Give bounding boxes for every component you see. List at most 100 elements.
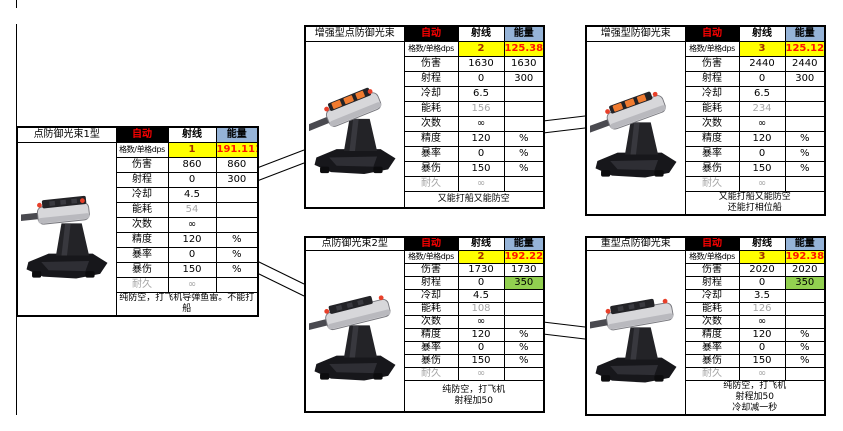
stat-value2-cell[interactable]: % <box>784 327 826 342</box>
stat-value-cell[interactable]: 6.5 <box>457 85 505 102</box>
stat-value-cell[interactable]: ∞ <box>167 216 217 233</box>
column-header-auto[interactable]: 自动 <box>684 236 740 251</box>
stat-label-cell[interactable]: 精度 <box>115 231 169 248</box>
stat-value2-cell[interactable] <box>784 366 826 381</box>
stat-label-cell[interactable]: 暴率 <box>684 340 740 355</box>
stat-label-cell[interactable]: 耐久 <box>403 175 459 192</box>
stat-value-cell[interactable]: 150 <box>738 353 786 368</box>
stat-value2-cell[interactable]: 191.111 <box>215 141 259 158</box>
column-header-energy[interactable]: 能量 <box>503 236 545 251</box>
stat-value-cell[interactable]: 4.5 <box>457 288 505 303</box>
stat-label-cell[interactable]: 冷却 <box>403 85 459 102</box>
stat-value-cell[interactable]: 234 <box>738 100 786 117</box>
column-header-auto[interactable]: 自动 <box>684 25 740 42</box>
weapon-title-cell[interactable]: 点防御光束1型 <box>16 126 117 143</box>
stat-value-cell[interactable]: ∞ <box>457 366 505 381</box>
stat-value2-cell[interactable] <box>784 175 826 192</box>
stat-label-cell[interactable]: 能耗 <box>403 100 459 117</box>
stat-label-cell[interactable]: 暴率 <box>403 145 459 162</box>
stat-value2-cell[interactable]: 860 <box>215 156 259 173</box>
stat-value2-cell[interactable] <box>503 314 545 329</box>
stat-value2-cell[interactable] <box>784 301 826 316</box>
column-header-energy[interactable]: 能量 <box>503 25 545 42</box>
stat-value-cell[interactable]: 1730 <box>457 262 505 277</box>
stat-value-cell[interactable]: 1 <box>167 141 217 158</box>
stat-label-cell[interactable]: 伤害 <box>115 156 169 173</box>
stat-label-cell[interactable]: 暴率 <box>684 145 740 162</box>
stat-label-cell[interactable]: 暴率 <box>115 246 169 263</box>
weapon-title-cell[interactable]: 增强型点防御光束 <box>304 25 405 42</box>
stat-value-cell[interactable]: 120 <box>167 231 217 248</box>
stat-value-cell[interactable]: 54 <box>167 201 217 218</box>
stat-label-cell[interactable]: 射程 <box>403 70 459 87</box>
stat-label-cell[interactable]: 耐久 <box>115 276 169 293</box>
stat-value2-cell[interactable]: 192.222 <box>503 249 545 264</box>
note-cell[interactable]: 纯防空，打飞机导弹鱼雷。不能打船 <box>115 291 259 316</box>
stat-label-cell[interactable]: 耐久 <box>684 175 740 192</box>
stat-label-cell[interactable]: 射程 <box>115 171 169 188</box>
stat-value-cell[interactable]: 3.5 <box>738 288 786 303</box>
stat-value-cell[interactable]: 0 <box>457 275 505 290</box>
stat-label-cell[interactable]: 次数 <box>684 314 740 329</box>
stat-value-cell[interactable]: 2440 <box>738 55 786 72</box>
stat-value2-cell[interactable]: % <box>784 340 826 355</box>
stat-label-cell[interactable]: 暴伤 <box>403 353 459 368</box>
column-header-auto[interactable]: 自动 <box>115 126 169 143</box>
stat-value-cell[interactable]: 1630 <box>457 55 505 72</box>
stat-label-cell[interactable]: 伤害 <box>403 262 459 277</box>
column-header-beam[interactable]: 射线 <box>738 25 786 42</box>
stat-label-cell[interactable]: 能耗 <box>115 201 169 218</box>
stat-label-cell[interactable]: 耐久 <box>684 366 740 381</box>
stat-value-cell[interactable]: 0 <box>738 145 786 162</box>
stat-label-cell[interactable]: 耐久 <box>403 366 459 381</box>
stat-value2-cell[interactable]: % <box>215 261 259 278</box>
stat-label-cell[interactable]: 暴伤 <box>684 160 740 177</box>
stat-label-cell[interactable]: 暴伤 <box>684 353 740 368</box>
stat-label-cell[interactable]: 格数/单格dps <box>684 40 740 57</box>
stat-value-cell[interactable]: 2 <box>457 40 505 57</box>
stat-value-cell[interactable]: 0 <box>457 340 505 355</box>
stat-value2-cell[interactable]: % <box>784 145 826 162</box>
stat-value-cell[interactable]: ∞ <box>738 366 786 381</box>
stat-label-cell[interactable]: 伤害 <box>684 262 740 277</box>
column-header-energy[interactable]: 能量 <box>215 126 259 143</box>
stat-label-cell[interactable]: 次数 <box>115 216 169 233</box>
stat-value-cell[interactable]: 120 <box>457 130 505 147</box>
stat-label-cell[interactable]: 冷却 <box>684 85 740 102</box>
stat-value-cell[interactable]: 150 <box>167 261 217 278</box>
stat-value2-cell[interactable]: 300 <box>784 70 826 87</box>
stat-value2-cell[interactable] <box>503 85 545 102</box>
stat-value2-cell[interactable]: % <box>503 145 545 162</box>
stat-value2-cell[interactable] <box>784 100 826 117</box>
turret-image[interactable] <box>18 145 113 309</box>
turret-image[interactable] <box>587 42 682 210</box>
stat-value2-cell[interactable]: 125.385 <box>503 40 545 57</box>
stat-value2-cell[interactable] <box>215 201 259 218</box>
stat-value-cell[interactable]: 0 <box>167 246 217 263</box>
turret-image[interactable] <box>587 252 682 410</box>
stat-value-cell[interactable]: 0 <box>738 70 786 87</box>
stat-label-cell[interactable]: 格数/单格dps <box>684 249 740 264</box>
stat-value2-cell[interactable]: 125.128 <box>784 40 826 57</box>
stat-value-cell[interactable]: 126 <box>738 301 786 316</box>
stat-label-cell[interactable]: 格数/单格dps <box>115 141 169 158</box>
stat-value2-cell[interactable]: 2440 <box>784 55 826 72</box>
stat-label-cell[interactable]: 能耗 <box>403 301 459 316</box>
stat-value-cell[interactable]: 120 <box>457 327 505 342</box>
column-header-auto[interactable]: 自动 <box>403 25 459 42</box>
note-cell[interactable]: 纯防空，打飞机射程加50 <box>403 379 545 413</box>
stat-label-cell[interactable]: 暴率 <box>403 340 459 355</box>
turret-image[interactable] <box>306 251 401 407</box>
stat-value-cell[interactable]: 0 <box>457 70 505 87</box>
stat-value-cell[interactable]: 120 <box>738 130 786 147</box>
stat-value2-cell[interactable] <box>215 186 259 203</box>
stat-value-cell[interactable]: 120 <box>738 327 786 342</box>
stat-label-cell[interactable]: 精度 <box>403 130 459 147</box>
stat-value2-cell[interactable] <box>215 216 259 233</box>
stat-label-cell[interactable]: 精度 <box>403 327 459 342</box>
stat-value2-cell[interactable]: 1730 <box>503 262 545 277</box>
stat-value2-cell[interactable] <box>503 366 545 381</box>
stat-value2-cell[interactable]: 350 <box>503 275 545 290</box>
stat-value2-cell[interactable]: % <box>784 130 826 147</box>
